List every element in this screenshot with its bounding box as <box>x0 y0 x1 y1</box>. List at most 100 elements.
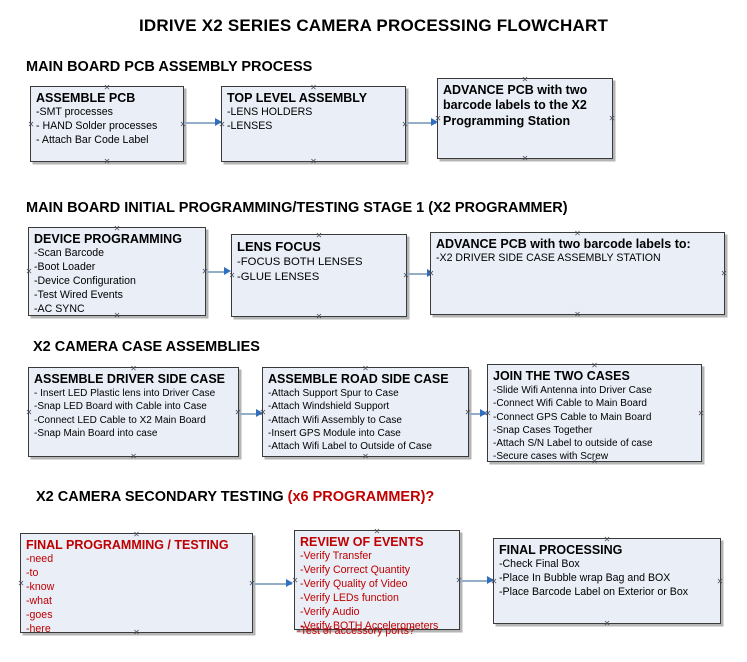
node-title: FINAL PROCESSING <box>499 543 623 557</box>
connection-point-icon <box>698 410 705 417</box>
node-review-of-events[interactable]: REVIEW OF EVENTS -Verify Transfer -Verif… <box>294 530 460 632</box>
node-advance-pcb-driver-side-case[interactable]: ADVANCE PCB with two barcode labels to: … <box>430 232 725 315</box>
node-assemble-driver-side-case[interactable]: ASSEMBLE DRIVER SIDE CASE - Insert LED P… <box>28 367 239 457</box>
connection-point-icon <box>133 531 140 538</box>
connection-point-icon <box>574 230 581 237</box>
section-heading-text: X2 CAMERA SECONDARY TESTING <box>36 489 288 505</box>
node-line: -Verify Audio <box>300 606 360 619</box>
node-assemble-pcb[interactable]: ASSEMBLE PCB -SMT processes - HAND Solde… <box>30 86 184 162</box>
node-line: -Connect LED Cable to X2 Main Board <box>34 414 206 426</box>
node-line: -Verify LEDs function <box>300 592 399 605</box>
arrowhead-icon <box>256 409 263 417</box>
connection-point-icon <box>717 578 724 585</box>
arrowhead-icon <box>286 579 293 587</box>
node-line: -Connect GPS Cable to Main Board <box>493 411 652 423</box>
node-title: REVIEW OF EVENTS <box>300 535 424 549</box>
section-heading-text: MAIN BOARD PCB ASSEMBLY PROCESS <box>26 59 313 75</box>
node-line: -Verify BOTH Accelerometers <box>300 620 439 633</box>
node-advance-pcb-x2-programming-station[interactable]: ADVANCE PCB with two barcode labels to t… <box>437 78 613 159</box>
node-line: - HAND Solder processes <box>36 120 158 133</box>
node-line: -Connect Wifi Cable to Main Board <box>493 398 647 410</box>
node-line: -Attach Windshield Support <box>268 401 390 413</box>
page-title: IDRIVE X2 SERIES CAMERA PROCESSING FLOWC… <box>138 16 609 35</box>
connector-arrow <box>407 273 431 275</box>
connection-point-icon <box>604 620 611 627</box>
node-line: -what <box>26 595 52 608</box>
node-line: -need <box>26 553 54 566</box>
connection-point-icon <box>26 268 33 275</box>
node-line: -Place Barcode Label on Exterior or Box <box>499 586 689 599</box>
connection-point-icon <box>310 158 317 165</box>
node-line: -Secure cases with Screw <box>493 451 609 463</box>
node-title: TOP LEVEL ASSEMBLY <box>227 91 368 105</box>
node-line: -here <box>26 623 51 636</box>
node-line: -Scan Barcode <box>34 247 105 260</box>
node-line: -Boot Loader <box>34 261 96 274</box>
connection-point-icon <box>26 409 33 416</box>
node-line: -Attach Wifi Label to Outside of Case <box>268 441 432 452</box>
node-title: JOIN THE TWO CASES <box>493 369 630 383</box>
node-line: -Verify Correct Quantity <box>300 564 411 577</box>
node-title: ADVANCE PCB with two barcode labels to t… <box>443 83 588 128</box>
node-line: -LENS HOLDERS <box>227 106 313 119</box>
arrowhead-icon <box>487 576 494 584</box>
connection-point-icon <box>609 115 616 122</box>
node-overflow-line: -Test of accessory ports? <box>297 625 415 637</box>
arrowhead-icon <box>480 409 487 417</box>
connection-point-icon <box>130 365 137 372</box>
node-title: FINAL PROGRAMMING / TESTING <box>26 538 229 552</box>
node-line: -Device Configuration <box>34 275 136 288</box>
connection-point-icon <box>28 121 35 128</box>
node-line: -Snap Main Board into case <box>34 427 158 439</box>
node-assemble-road-side-case[interactable]: ASSEMBLE ROAD SIDE CASE -Attach Support … <box>262 367 469 457</box>
node-final-programming-testing[interactable]: FINAL PROGRAMMING / TESTING -need -to -k… <box>18 531 253 635</box>
node-line: -Attach Support Spur to Case <box>268 388 399 400</box>
node-line: -Attach Wifi Assembly to Case <box>268 414 402 426</box>
connection-point-icon <box>18 580 25 587</box>
node-line: -SMT processes <box>36 106 113 119</box>
connection-point-icon <box>604 536 611 543</box>
section-heading-text: MAIN BOARD INITIAL PROGRAMMING/TESTING S… <box>26 200 568 216</box>
connection-point-icon <box>316 313 323 320</box>
node-line: -goes <box>26 609 53 622</box>
node-line: -know <box>26 581 55 594</box>
connector-arrow <box>406 122 436 124</box>
connection-point-icon <box>522 76 529 83</box>
node-title: DEVICE PROGRAMMING <box>34 232 182 246</box>
node-line: -Place In Bubble wrap Bag and BOX <box>499 572 671 585</box>
connector-arrow <box>184 122 218 124</box>
connection-point-icon <box>104 84 111 91</box>
section-heading-text: X2 CAMERA CASE ASSEMBLIES <box>33 339 260 355</box>
connector-arrow <box>239 413 263 415</box>
node-line: -Snap LED Board with Cable into Case <box>34 401 207 413</box>
connector-arrow <box>253 583 292 585</box>
section-heading-accent: (x6 PROGRAMMER)? <box>287 489 435 505</box>
node-line: -FOCUS BOTH LENSES <box>237 255 363 268</box>
node-final-processing[interactable]: FINAL PROCESSING -Check Final Box -Place… <box>493 538 721 624</box>
node-line: -Attach S/N Label to outside of case <box>493 438 653 449</box>
node-line: -GLUE LENSES <box>237 270 320 283</box>
section-heading-x2-camera-case-assemblies: X2 CAMERA CASE ASSEMBLIES <box>33 339 260 355</box>
connection-point-icon <box>114 225 121 232</box>
section-heading-main-board-initial-programming: MAIN BOARD INITIAL PROGRAMMING/TESTING S… <box>26 200 568 216</box>
node-lens-focus[interactable]: LENS FOCUS -FOCUS BOTH LENSES -GLUE LENS… <box>231 234 407 317</box>
node-line: -Slide Wifi Antenna into Driver Case <box>493 385 652 397</box>
connection-point-icon <box>104 158 111 165</box>
node-join-the-two-cases[interactable]: JOIN THE TWO CASES -Slide Wifi Antenna i… <box>487 364 702 462</box>
arrowhead-icon <box>431 118 438 126</box>
node-line: -Insert GPS Module into Case <box>268 427 401 439</box>
node-line: -AC SYNC <box>34 303 85 316</box>
connection-point-icon <box>721 270 728 277</box>
node-title: ASSEMBLE ROAD SIDE CASE <box>268 372 449 386</box>
node-top-level-assembly[interactable]: TOP LEVEL ASSEMBLY -LENS HOLDERS -LENSES <box>221 86 406 162</box>
node-line: -to <box>26 567 39 580</box>
connection-point-icon <box>130 453 137 460</box>
node-line: -X2 DRIVER SIDE CASE ASSEMBLY STATION <box>436 252 661 265</box>
section-heading-main-board-pcb-assembly: MAIN BOARD PCB ASSEMBLY PROCESS <box>26 59 312 75</box>
node-device-programming[interactable]: DEVICE PROGRAMMING -Scan Barcode -Boot L… <box>28 227 206 316</box>
node-title: ASSEMBLE PCB <box>36 91 136 105</box>
section-heading-x2-camera-secondary-testing: X2 CAMERA SECONDARY TESTING (x6 PROGRAMM… <box>36 489 434 505</box>
connection-point-icon <box>310 84 317 91</box>
node-line: -LENSES <box>227 120 273 133</box>
connection-point-icon <box>522 155 529 162</box>
